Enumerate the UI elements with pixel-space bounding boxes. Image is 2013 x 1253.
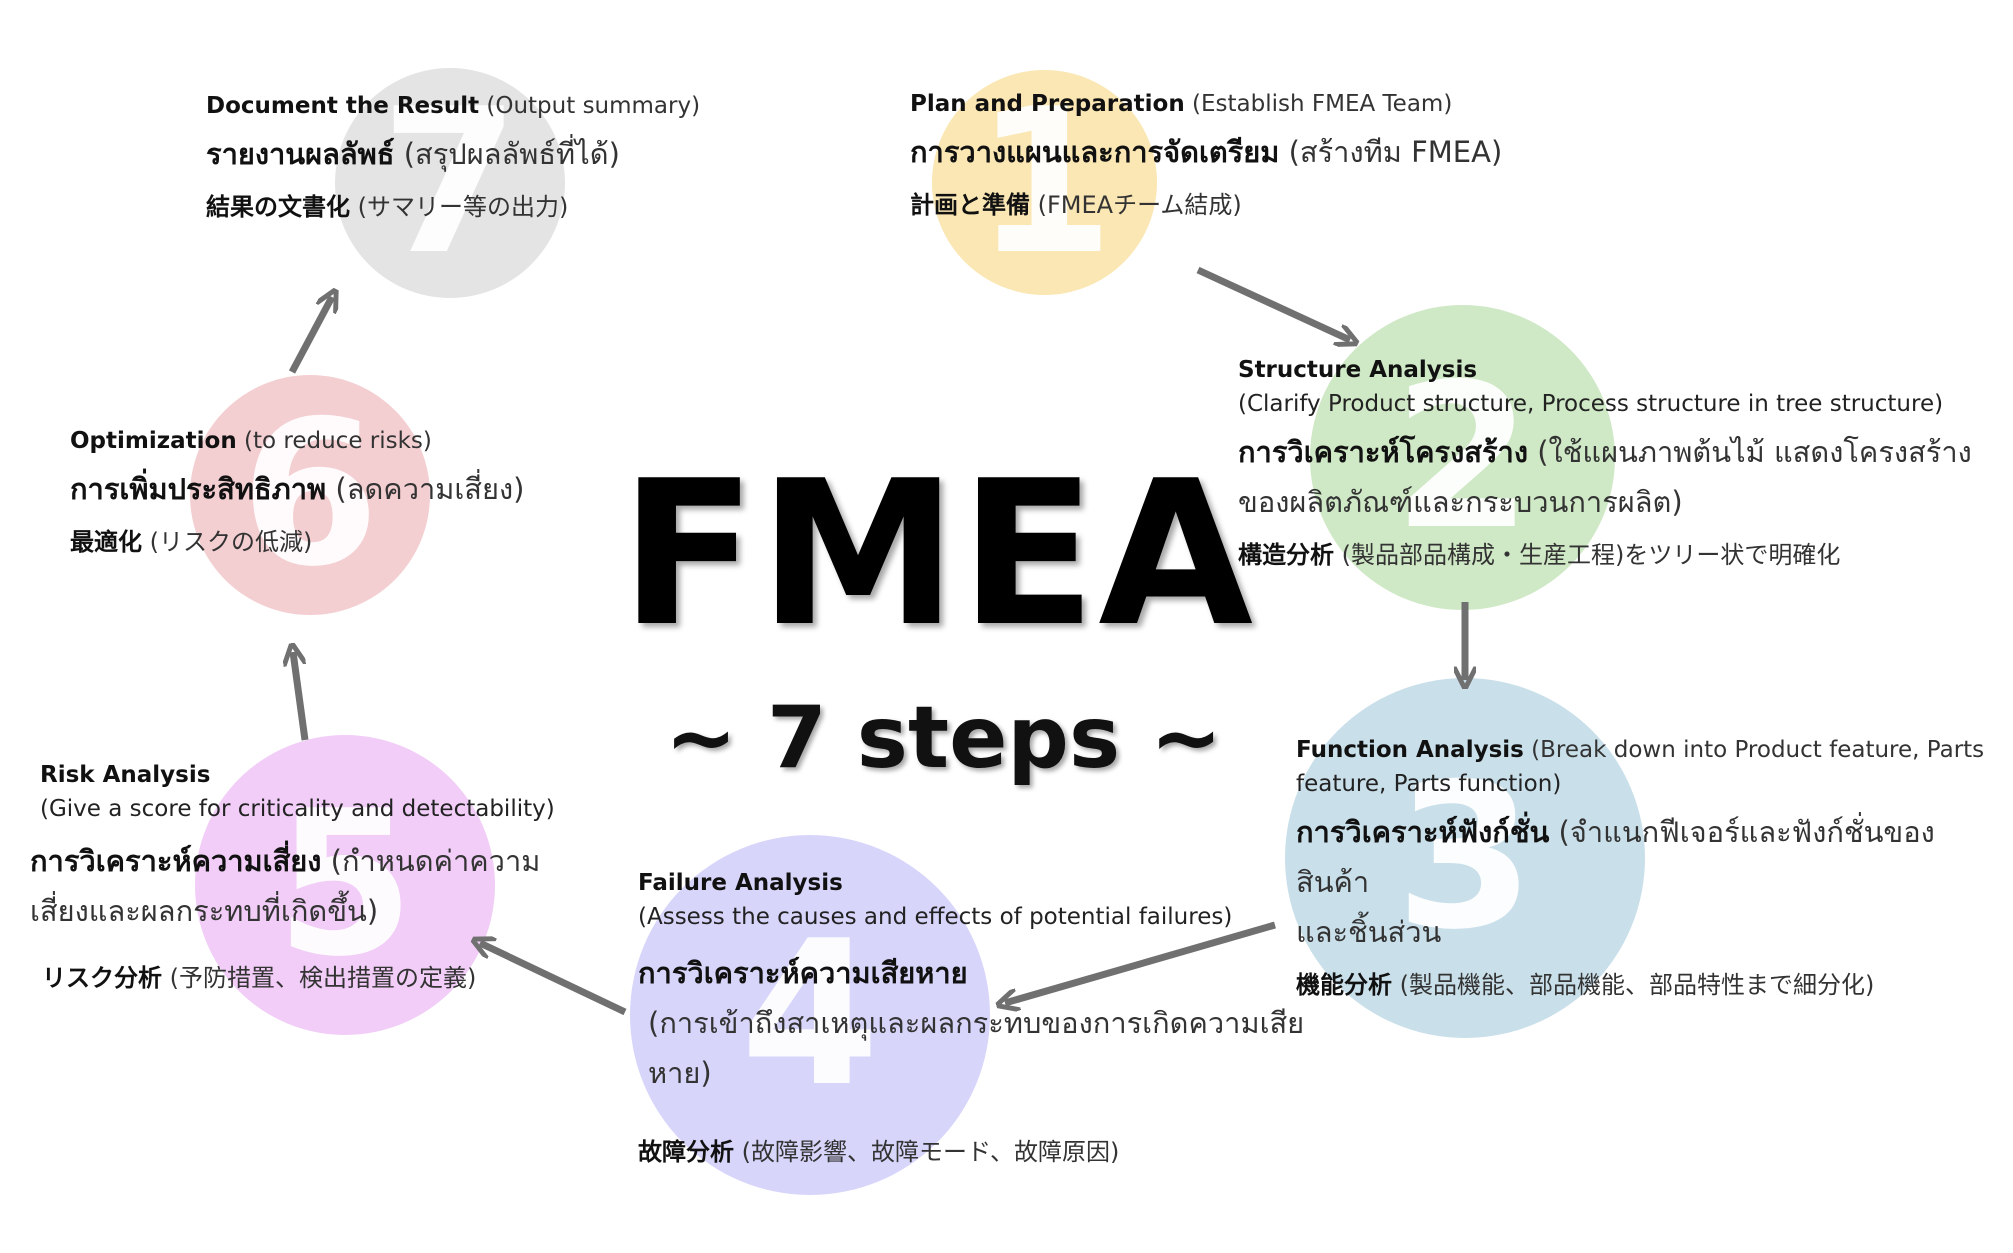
step-7-japanese: 結果の文書化 (サマリー等の出力) xyxy=(206,187,856,227)
step-1-en-title: Plan and Preparation xyxy=(910,91,1185,117)
step-7-text: Document the Result (Output summary) ราย… xyxy=(206,89,856,227)
step-1-en-desc: (Establish FMEA Team) xyxy=(1184,91,1453,117)
step-4-thai: การวิเคราะห์ความเสียหาย xyxy=(638,948,1358,998)
step-2-en-title: Structure Analysis xyxy=(1238,357,1478,383)
step-4-th-title: การวิเคราะห์ความเสียหาย xyxy=(638,956,968,990)
step-7-th-desc: (สรุปผลลัพธ์ที่ได้) xyxy=(394,137,620,171)
step-2-text: Structure Analysis (Clarify Product stru… xyxy=(1238,353,2008,575)
step-4-number: 4 xyxy=(740,898,880,1131)
step-4-thai-line2: (การเข้าถึงสาเหตุและผลกระทบของการเกิดควา… xyxy=(648,1006,1305,1090)
step-2-number: 2 xyxy=(1392,340,1533,574)
step-7-circle: 7 xyxy=(335,68,565,298)
step-5-thai-line2: เสี่ยงและผลกระทบที่เกิดขึ้น) xyxy=(30,894,379,928)
step-7-jp-title: 結果の文書化 xyxy=(206,193,350,221)
step-7-th-title: รายงานผลลัพธ์ xyxy=(206,137,395,171)
step-7-en-desc: (Output summary) xyxy=(479,93,701,119)
step-5-en-title: Risk Analysis xyxy=(40,762,211,788)
step-2-thai-line2: ของผลิตภัณฑ์และกระบวนการผลิต) xyxy=(1238,485,1683,519)
step-6-text: Optimization (to reduce risks) การเพิ่มป… xyxy=(70,424,670,562)
step-6-english: Optimization (to reduce risks) xyxy=(70,424,670,458)
step-1-circle: 1 xyxy=(932,70,1157,295)
step-6-en-desc: (to reduce risks) xyxy=(236,428,432,454)
step-1-text: Plan and Preparation (Establish FMEA Tea… xyxy=(910,87,1610,225)
step-1-th-title: การวางแผนและการจัดเตรียม xyxy=(910,135,1280,169)
step-4-jp-title: 故障分析 xyxy=(638,1138,734,1166)
step-5-text: Risk Analysis (Give a score for critical… xyxy=(30,758,630,998)
step-2-thai: การวิเคราะห์โครงสร้าง (ใช้แผนภาพต้นไม้ แ… xyxy=(1238,427,2008,477)
arrow-4-to-5 xyxy=(480,943,627,1016)
step-3-thai: การวิเคราะห์ฟังก์ชั่น (จำแนกฟีเจอร์และฟั… xyxy=(1296,807,2008,907)
step-5-th-desc: (กำหนดค่าความ xyxy=(321,844,541,878)
step-3-japanese: 機能分析 (製品機能、部品機能、部品特性まで細分化) xyxy=(1296,965,2008,1005)
step-2-jp-desc: (製品部品構成・生産工程)をツリー状で明確化 xyxy=(1334,541,1841,569)
arrow-1-to-2 xyxy=(1196,266,1350,340)
step-1-number: 1 xyxy=(974,65,1115,299)
step-4-english-line2: (Assess the causes and effects of potent… xyxy=(638,904,1233,930)
step-6-thai: การเพิ่มประสิทธิภาพ (ลดความเสี่ยง) xyxy=(70,464,670,514)
step-5-japanese: リスク分析 (予防措置、検出措置の定義) xyxy=(30,958,630,998)
main-title: FMEA xyxy=(620,438,1256,671)
step-1-thai: การวางแผนและการจัดเตรียม (สร้างทีม FMEA) xyxy=(910,127,1610,177)
step-5-th-title: การวิเคราะห์ความเสี่ยง xyxy=(30,844,322,878)
step-7-english: Document the Result (Output summary) xyxy=(206,89,856,123)
step-6-number: 6 xyxy=(240,378,380,611)
step-2-circle: 2 xyxy=(1310,305,1615,610)
step-5-thai: การวิเคราะห์ความเสี่ยง (กำหนดค่าความ xyxy=(30,836,630,886)
step-4-text: Failure Analysis (Assess the causes and … xyxy=(638,866,1358,1172)
step-3-jp-desc: (製品機能、部品機能、部品特性まで細分化) xyxy=(1392,971,1875,999)
step-2-english: Structure Analysis xyxy=(1238,353,2008,387)
step-3-circle: 3 xyxy=(1285,678,1645,1038)
step-1-jp-title: 計画と準備 xyxy=(910,191,1030,219)
step-2-th-title: การวิเคราะห์โครงสร้าง xyxy=(1238,435,1528,469)
step-1-japanese: 計画と準備 (FMEAチーム結成) xyxy=(910,185,1610,225)
step-5-circle: 5 xyxy=(195,735,495,1035)
step-4-jp-desc: (故障影響、故障モード、故障原因) xyxy=(734,1138,1120,1166)
step-7-en-title: Document the Result xyxy=(206,93,480,119)
step-7-thai: รายงานผลลัพธ์ (สรุปผลลัพธ์ที่ได้) xyxy=(206,129,856,179)
subtitle: ~ 7 steps ~ xyxy=(665,688,1223,788)
step-3-jp-title: 機能分析 xyxy=(1296,971,1392,999)
arrow-6-to-7 xyxy=(288,297,332,374)
step-4-japanese: 故障分析 (故障影響、故障モード、故障原因) xyxy=(638,1132,1358,1172)
step-7-number: 7 xyxy=(380,66,520,299)
step-1-jp-desc: (FMEAチーム結成) xyxy=(1030,191,1242,219)
step-3-number: 3 xyxy=(1395,741,1535,974)
step-2-th-desc: (ใช้แผนภาพต้นไม้ แสดงโครงสร้าง xyxy=(1528,435,1972,469)
step-6-en-title: Optimization xyxy=(70,428,237,454)
step-6-th-desc: (ลดความเสี่ยง) xyxy=(326,472,525,506)
step-6-jp-title: 最適化 xyxy=(70,528,142,556)
step-4-circle: 4 xyxy=(630,835,990,1195)
arrow-3-to-4 xyxy=(1005,921,1276,1003)
step-2-jp-title: 構造分析 xyxy=(1238,541,1334,569)
step-3-en-title: Function Analysis xyxy=(1296,737,1524,763)
step-5-jp-desc: (予防措置、検出措置の定義) xyxy=(162,964,477,992)
step-3-th-desc: (จำแนกฟีเจอร์และฟังก์ชั่นของสินค้า xyxy=(1296,815,1935,899)
step-6-circle: 6 xyxy=(190,375,430,615)
step-1-english: Plan and Preparation (Establish FMEA Tea… xyxy=(910,87,1610,121)
step-7-jp-desc: (サマリー等の出力) xyxy=(350,193,569,221)
step-3-en-desc: (Break down into Product feature, Parts xyxy=(1523,737,1985,763)
step-3-text: Function Analysis (Break down into Produ… xyxy=(1296,733,2008,1005)
step-5-jp-title: リスク分析 xyxy=(42,964,162,992)
step-4-en-title: Failure Analysis xyxy=(638,870,843,896)
step-6-japanese: 最適化 (リスクの低減) xyxy=(70,522,670,562)
step-3-th-title: การวิเคราะห์ฟังก์ชั่น xyxy=(1296,815,1550,849)
step-5-english-line2: (Give a score for criticality and detect… xyxy=(40,796,555,822)
step-5-english: Risk Analysis xyxy=(30,758,630,792)
step-1-th-desc: (สร้างทีม FMEA) xyxy=(1279,135,1503,169)
step-3-thai-line2: และชิ้นส่วน xyxy=(1296,915,1442,949)
step-6-jp-desc: (リスクの低減) xyxy=(142,528,313,556)
step-6-th-title: การเพิ่มประสิทธิภาพ xyxy=(70,472,327,506)
arrow-5-to-6 xyxy=(293,652,309,741)
step-3-english-line2: feature, Parts function) xyxy=(1296,771,1562,797)
step-3-english: Function Analysis (Break down into Produ… xyxy=(1296,733,2008,767)
step-5-number: 5 xyxy=(275,768,415,1001)
step-4-english: Failure Analysis xyxy=(638,866,1358,900)
step-2-english-line2: (Clarify Product structure, Process stru… xyxy=(1238,391,1944,417)
step-2-japanese: 構造分析 (製品部品構成・生産工程)をツリー状で明確化 xyxy=(1238,535,2008,575)
